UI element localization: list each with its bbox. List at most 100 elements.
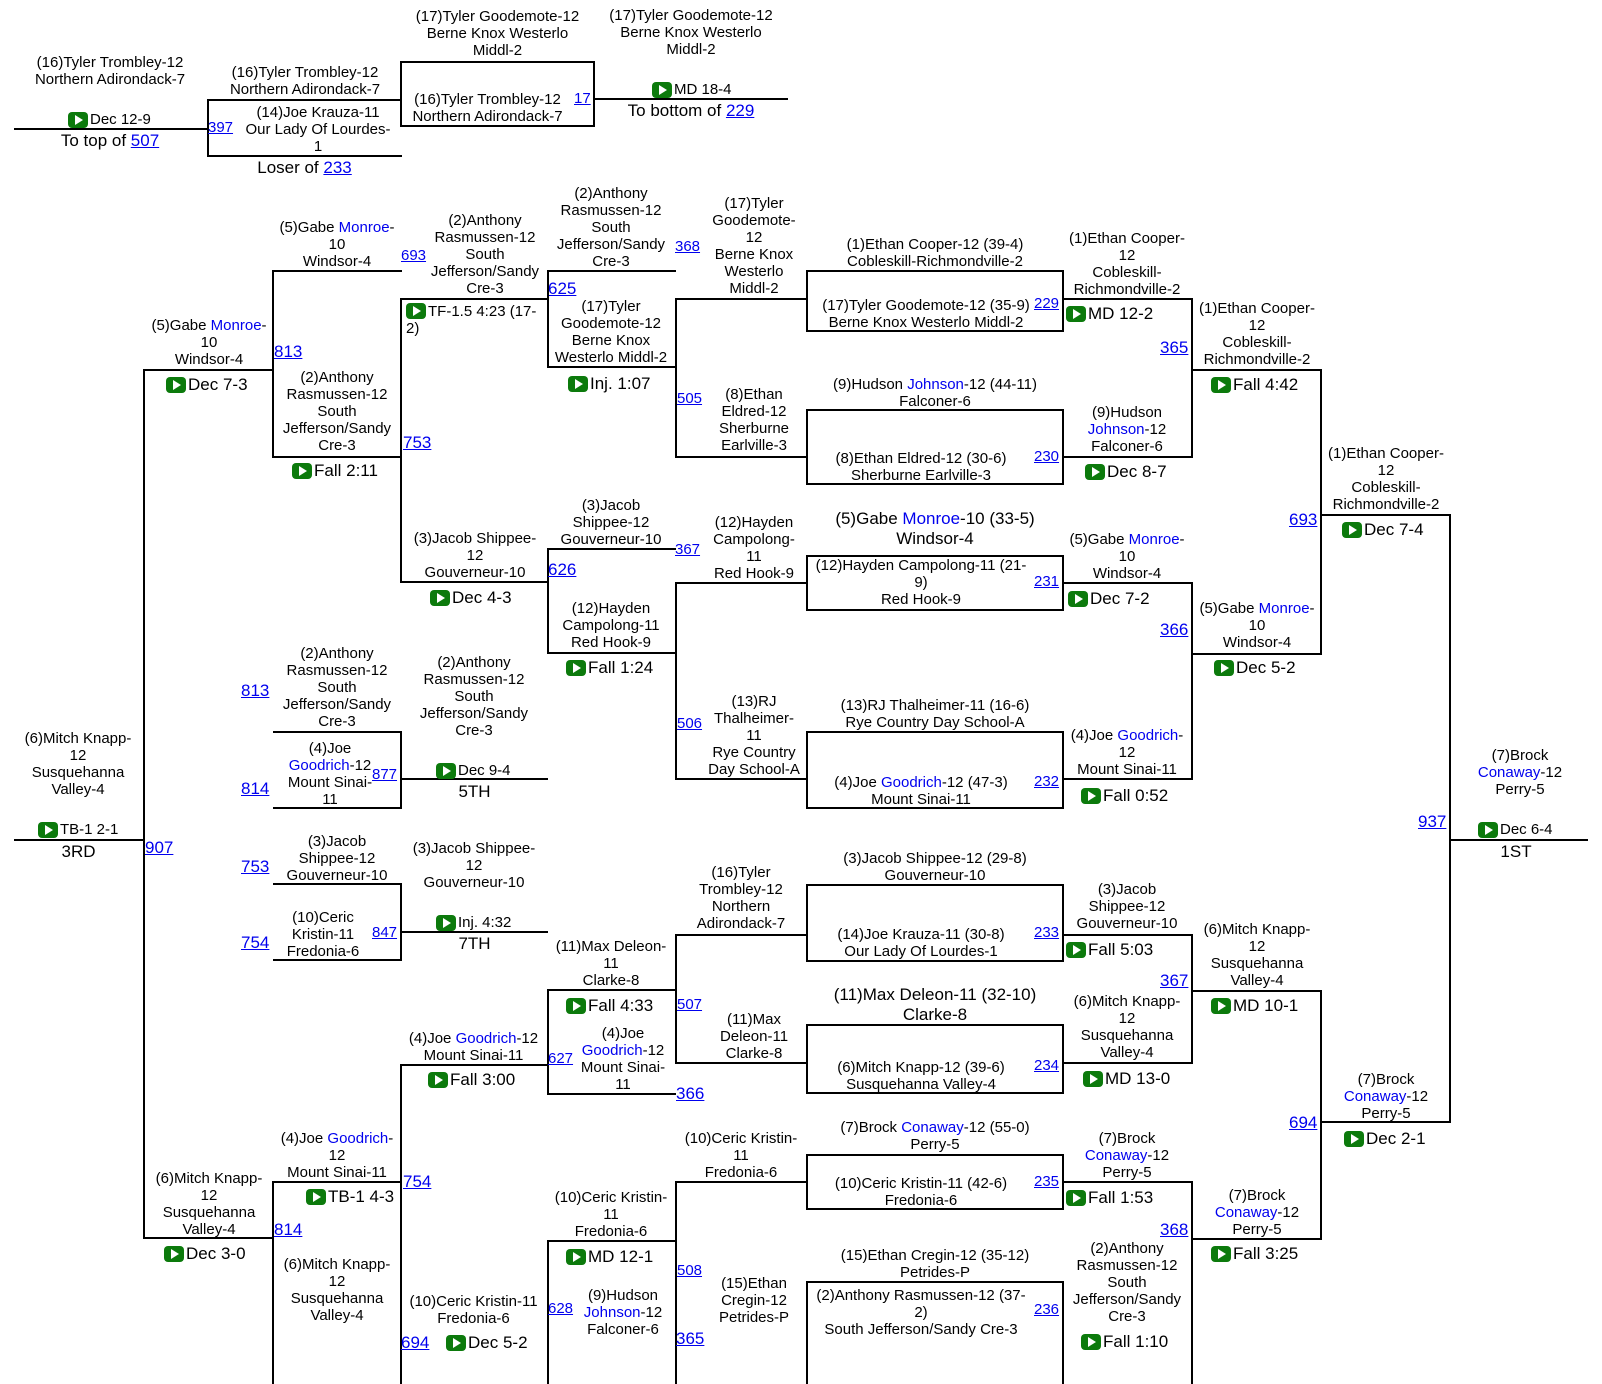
match-result[interactable]: MD 10-1 [1211,996,1298,1016]
bout-link[interactable]: 506 [677,715,703,732]
bout-link[interactable]: 508 [677,1262,703,1279]
play-video-icon[interactable] [1068,591,1088,607]
match-result[interactable]: Dec 8-7 [1085,462,1167,482]
play-video-icon[interactable] [568,376,588,392]
bout-link[interactable]: 365 [1160,338,1189,357]
bout-link[interactable]: 507 [130,131,160,150]
match-result[interactable]: TF-1.5 4:23 (17- 2) [406,303,537,337]
bout-link[interactable]: 814 [274,1220,303,1239]
play-video-icon[interactable] [1066,1190,1086,1206]
bout-link[interactable]: 368 [1160,1220,1189,1239]
match-result[interactable]: Dec 4-3 [430,588,512,608]
play-video-icon[interactable] [1066,306,1086,322]
match-result[interactable]: Fall 3:25 [1211,1244,1298,1264]
bout-link[interactable]: 235 [1034,1173,1060,1190]
match-result[interactable]: Dec 3-0 [164,1244,246,1264]
match-result[interactable]: Fall 1:10 [1081,1332,1168,1352]
match-result[interactable]: Dec 9-4 [436,761,511,781]
play-video-icon[interactable] [436,763,456,779]
play-video-icon[interactable] [1211,998,1231,1014]
bout-link[interactable]: 847 [372,924,398,941]
match-result[interactable]: Fall 2:11 [292,461,378,481]
match-result[interactable]: Dec 7-3 [166,375,248,395]
play-video-icon[interactable] [1478,822,1498,838]
bout-link[interactable]: 814 [241,779,270,798]
play-video-icon[interactable] [38,822,58,838]
bout-link[interactable]: 17 [574,90,591,107]
bout-link[interactable]: 229 [1034,295,1060,312]
play-video-icon[interactable] [1081,788,1101,804]
bout-link[interactable]: 694 [1289,1113,1318,1132]
match-result[interactable]: Fall 1:24 [566,658,653,678]
bout-link[interactable]: 230 [1034,448,1060,465]
bout-link[interactable]: 693 [1289,510,1318,529]
play-video-icon[interactable] [652,82,672,98]
match-result[interactable]: MD 18-4 [652,80,732,100]
bout-link[interactable]: 754 [241,933,270,952]
play-video-icon[interactable] [166,377,186,393]
bout-link[interactable]: 626 [548,560,577,579]
bout-link[interactable]: 367 [1160,971,1189,990]
bout-link[interactable]: 366 [676,1084,705,1103]
match-result[interactable]: Fall 3:00 [428,1070,515,1090]
play-video-icon[interactable] [1066,942,1086,958]
play-video-icon[interactable] [1344,1131,1364,1147]
bout-link[interactable]: 625 [548,279,577,298]
match-result[interactable]: TB-1 4-3 [306,1187,394,1207]
play-video-icon[interactable] [292,463,312,479]
bout-link[interactable]: 366 [1160,620,1189,639]
play-video-icon[interactable] [436,915,456,931]
match-result[interactable]: TB-1 2-1 [38,820,118,840]
play-video-icon[interactable] [566,660,586,676]
match-result[interactable]: Fall 5:03 [1066,940,1153,960]
bout-link[interactable]: 232 [1034,773,1060,790]
match-result[interactable]: Inj. 1:07 [568,374,651,394]
bout-link[interactable]: 229 [725,101,755,120]
bout-link[interactable]: 907 [145,838,174,857]
bout-link[interactable]: 877 [372,766,398,783]
play-video-icon[interactable] [406,303,426,319]
bout-link[interactable]: 397 [208,119,234,136]
play-video-icon[interactable] [428,1072,448,1088]
match-result[interactable]: Dec 7-2 [1068,589,1150,609]
bout-link[interactable]: 937 [1418,812,1447,831]
bout-link[interactable]: 753 [403,433,432,452]
match-result[interactable]: Fall 4:33 [566,996,653,1016]
bout-link[interactable]: 754 [403,1172,432,1191]
bout-link[interactable]: 753 [241,857,270,876]
play-video-icon[interactable] [1214,660,1234,676]
play-video-icon[interactable] [1342,522,1362,538]
bout-link[interactable]: 505 [677,390,703,407]
match-result[interactable]: Fall 4:42 [1211,375,1298,395]
play-video-icon[interactable] [430,590,450,606]
bout-link[interactable]: 367 [675,541,701,558]
bout-link[interactable]: 813 [241,681,270,700]
bout-link[interactable]: 368 [675,238,701,255]
match-result[interactable]: MD 12-1 [566,1247,653,1267]
bout-link[interactable]: 627 [548,1050,574,1067]
play-video-icon[interactable] [1083,1071,1103,1087]
bout-link[interactable]: 813 [274,342,303,361]
bout-link[interactable]: 234 [1034,1057,1060,1074]
match-result[interactable]: Dec 5-2 [446,1333,528,1353]
match-result[interactable]: Fall 1:53 [1066,1188,1153,1208]
match-result[interactable]: MD 12-2 [1066,304,1153,324]
match-result[interactable]: Dec 6-4 [1478,820,1553,840]
bout-link[interactable]: 233 [323,158,352,177]
bout-link[interactable]: 233 [1034,924,1060,941]
play-video-icon[interactable] [1211,1246,1231,1262]
bout-link[interactable]: 628 [548,1300,574,1317]
bout-link[interactable]: 693 [401,247,427,264]
play-video-icon[interactable] [566,1249,586,1265]
play-video-icon[interactable] [1211,377,1231,393]
match-result[interactable]: Dec 12-9 [68,110,151,130]
match-result[interactable]: Fall 0:52 [1081,786,1168,806]
bout-link[interactable]: 694 [401,1333,430,1352]
bout-link[interactable]: 507 [677,996,703,1013]
match-result[interactable]: MD 13-0 [1083,1069,1170,1089]
play-video-icon[interactable] [1085,464,1105,480]
play-video-icon[interactable] [164,1246,184,1262]
play-video-icon[interactable] [1081,1334,1101,1350]
match-result[interactable]: Inj. 4:32 [436,913,511,933]
match-result[interactable]: Dec 7-4 [1342,520,1424,540]
